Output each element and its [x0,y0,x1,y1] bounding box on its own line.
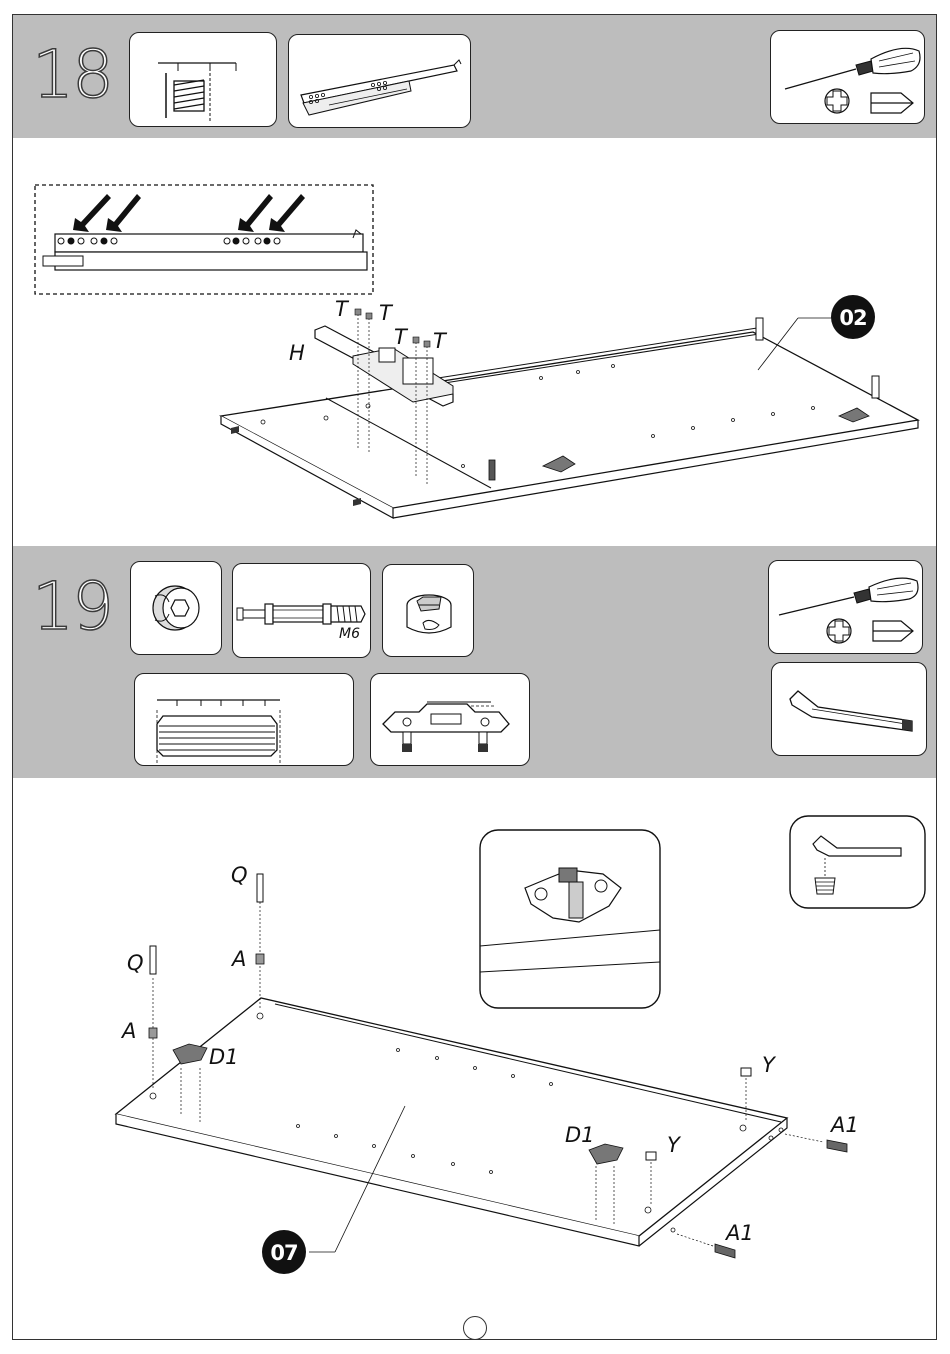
hinge-detail-inset [480,830,660,1008]
cam-bolt-card: M6 [232,563,371,658]
label-a: A [230,947,246,971]
hex-key-icon [772,663,927,756]
cam-nut-card [130,561,222,655]
label-q: Q [231,863,248,887]
hinge-plate-icon [371,674,530,766]
label-q: Q [127,951,144,975]
panel-02 [221,318,918,518]
runner-label-h: H [289,341,305,365]
step-number: 18 [32,42,112,108]
label-a: A [120,1019,136,1043]
hex-key-inset [790,816,925,908]
cam-bolt-icon [233,564,371,658]
step-18-drawing: T T T T H 02 [13,138,936,546]
label-d1: D1 [565,1123,595,1147]
page-number-marker [463,1316,487,1340]
dowel-card [134,673,354,766]
label-y: Y [762,1053,777,1077]
label-a1: A1 [724,1221,754,1245]
drawer-runner-card [288,34,471,128]
hex-key-card [771,662,927,756]
svg-text:07: 07 [270,1241,297,1265]
screwdriver-card [770,30,925,124]
svg-text:02: 02 [839,306,866,330]
step-19-drawing: Q Q A A D1 D1 Y Y A1 A1 07 [13,778,936,1338]
cam-lock-card [382,564,474,657]
screw-label-t: T [433,329,448,353]
screw-icon [355,309,430,347]
flat-head-icon [873,621,913,641]
drawer-runner-icon [289,35,471,128]
screwdriver-icon [785,48,920,89]
label-y: Y [667,1133,682,1157]
step-number: 19 [32,574,112,640]
threaded-insert-icon [130,33,277,127]
panel-07 [116,998,787,1246]
bolt-size-label: M6 [339,626,360,642]
phillips-head-icon [827,619,851,643]
screwdriver-icon [779,578,918,615]
label-d1: D1 [209,1045,239,1069]
wooden-dowel-icon [135,674,354,766]
label-a1: A1 [829,1113,859,1137]
insert-nut-icon [131,562,222,655]
screw-label-t: T [394,325,409,349]
cam-lock-icon [383,565,474,657]
screw-label-t: T [379,301,394,325]
screwdriver-card [768,560,923,654]
hinge-plate-card [370,673,530,766]
arrow-icon [73,194,305,232]
runner-detail-inset [35,185,373,294]
screw-label-t: T [335,297,350,321]
insert-nut-card [129,32,277,127]
part-badge-07: 07 [262,1230,306,1274]
phillips-head-icon [825,89,849,113]
part-badge-02: 02 [831,295,875,339]
flat-head-icon [871,93,913,113]
